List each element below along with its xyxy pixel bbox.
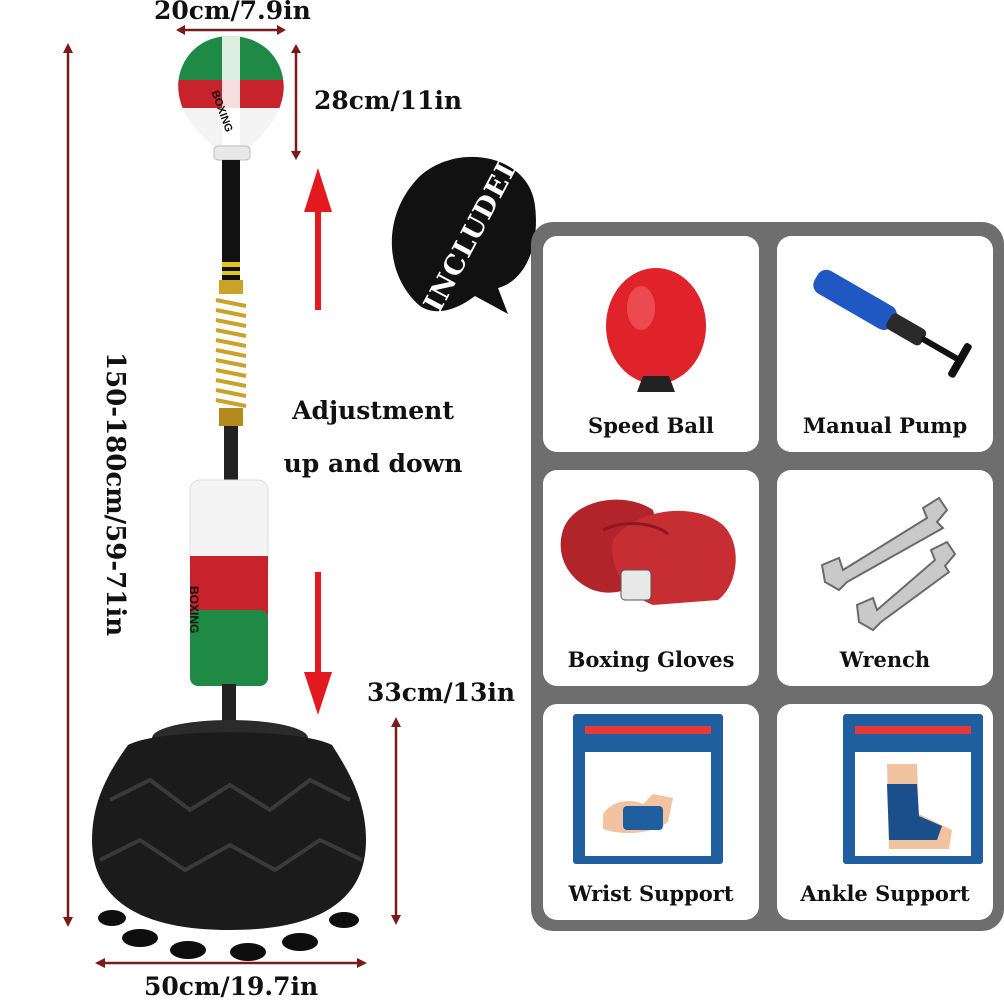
item-label: Boxing Gloves xyxy=(567,647,735,672)
item-label: Ankle Support xyxy=(800,881,970,906)
ankle-support-icon xyxy=(843,714,983,864)
item-label: Speed Ball xyxy=(588,413,714,438)
included-badge xyxy=(391,156,536,314)
pump-icon xyxy=(813,269,972,378)
item-card-boxing-gloves: Boxing Gloves xyxy=(543,470,759,686)
speed-ball-top xyxy=(178,36,284,161)
arrow-down-icon xyxy=(304,572,332,715)
ball-height-label: 28cm/11in xyxy=(314,86,463,115)
adjustment-line-1: Adjustment xyxy=(292,396,454,425)
punching-bag-stand: BOXING BOXING xyxy=(92,36,366,961)
arrow-up-icon xyxy=(304,168,332,310)
adjustment-line-2: up and down xyxy=(283,449,463,478)
item-card-wrench: Wrench xyxy=(777,470,993,686)
base-width-label: 50cm/19.7in xyxy=(144,972,319,1001)
item-label: Manual Pump xyxy=(802,413,968,438)
bag-print: BOXING xyxy=(187,586,201,633)
item-label: Wrench xyxy=(839,647,931,672)
wrist-support-icon xyxy=(573,714,723,864)
gloves-icon xyxy=(560,499,736,605)
wrench-icon xyxy=(820,496,957,632)
item-card-manual-pump: Manual Pump xyxy=(777,236,993,452)
item-card-speed-ball: Speed Ball xyxy=(543,236,759,452)
item-card-wrist-support: Wrist Support xyxy=(543,704,759,920)
adjust-arrows xyxy=(304,168,332,715)
item-card-ankle-support: Ankle Support xyxy=(777,704,993,920)
item-label: Wrist Support xyxy=(568,881,734,906)
base-height-label: 33cm/13in xyxy=(367,678,516,707)
ball-width-label: 20cm/7.9in xyxy=(154,0,311,25)
adjustment-text: Adjustment up and down xyxy=(278,384,468,490)
speed-ball-icon xyxy=(606,268,706,392)
